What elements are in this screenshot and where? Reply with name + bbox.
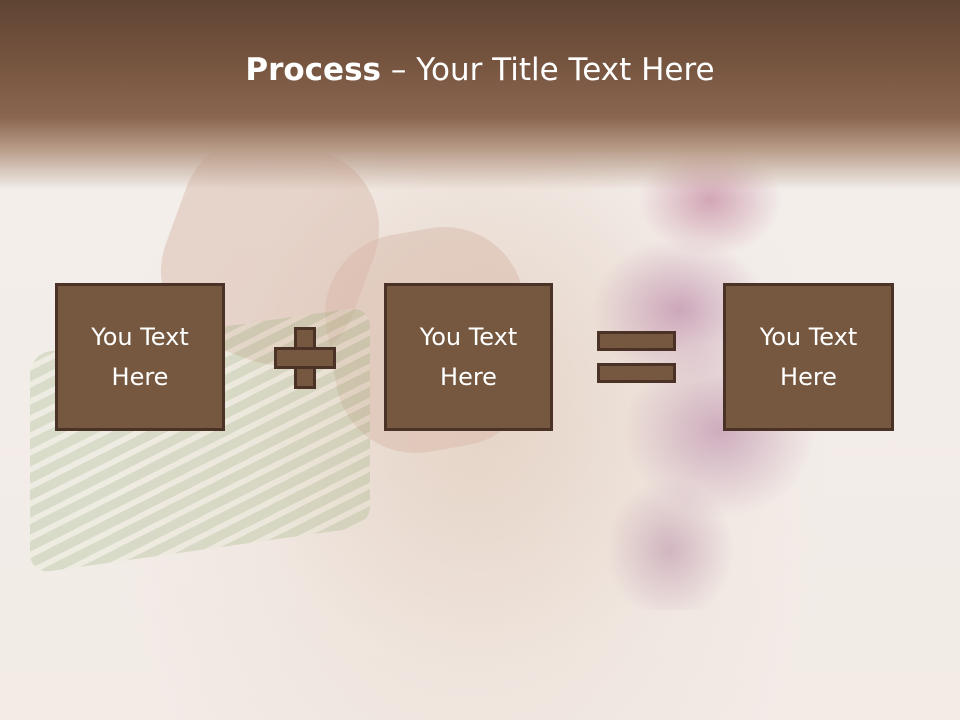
process-box-text: You Text Here xyxy=(91,323,189,391)
plus-icon xyxy=(274,327,336,389)
process-box-2: You Text Here xyxy=(384,283,553,431)
slide-title: Process – Your Title Text Here xyxy=(0,52,960,88)
title-bold: Process xyxy=(245,52,381,88)
process-box-text: You Text Here xyxy=(759,323,858,391)
title-band xyxy=(0,0,960,190)
process-box-1: You Text Here xyxy=(55,283,225,431)
process-box-text: You Text Here xyxy=(419,323,518,391)
title-rest: – Your Title Text Here xyxy=(381,52,715,88)
equals-icon xyxy=(597,331,676,383)
process-box-3: You Text Here xyxy=(723,283,894,431)
